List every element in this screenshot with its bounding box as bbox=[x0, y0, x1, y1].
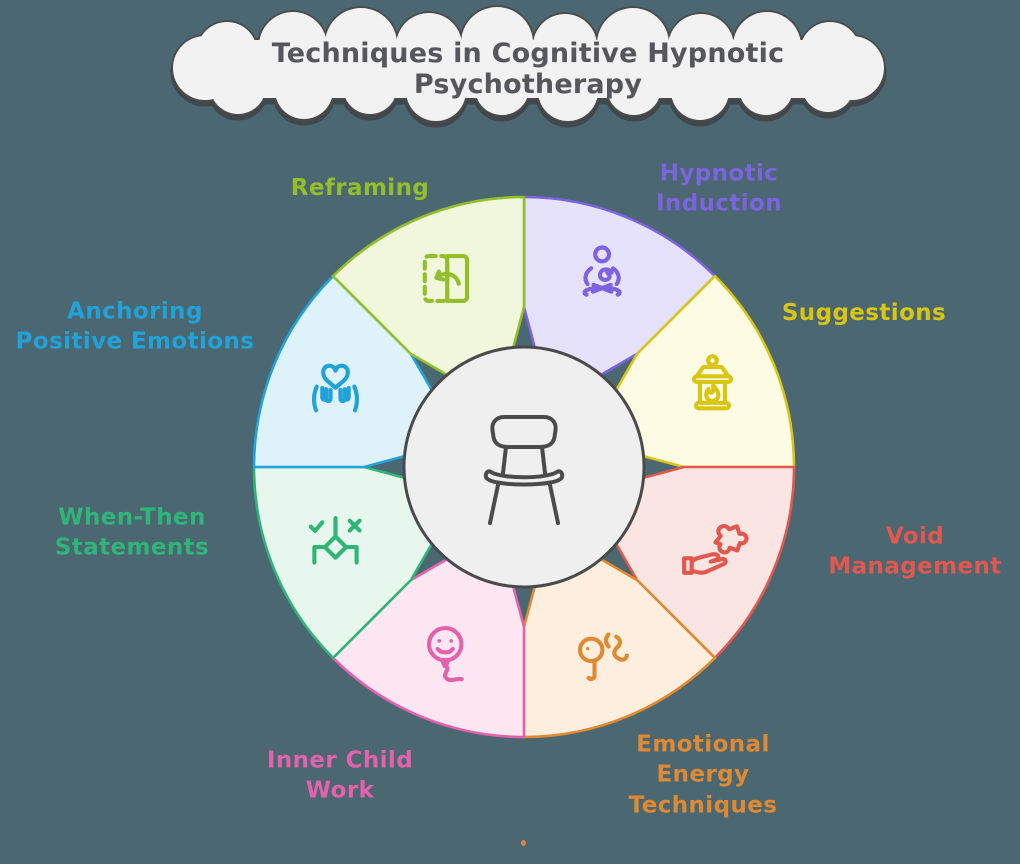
label-suggestions: Suggestions bbox=[781, 299, 947, 326]
meditation-icon bbox=[582, 245, 622, 297]
label-reframing: Reframing bbox=[290, 174, 430, 201]
label-emotional-energy-techniques: Emotional Energy Techniques bbox=[628, 731, 778, 819]
label-inner-child-work: Inner Child Work bbox=[266, 747, 414, 804]
reframe-arrow-icon bbox=[422, 253, 470, 304]
lantern-icon bbox=[691, 354, 734, 411]
label-void-management: Void Management bbox=[828, 523, 1002, 580]
label-anchoring-positive-emotions: Anchoring Positive Emotions bbox=[15, 298, 255, 355]
balloon-smiley-icon bbox=[427, 626, 464, 683]
energy-release-icon bbox=[577, 632, 629, 682]
label-hypnotic-induction: Hypnotic Induction bbox=[655, 160, 783, 217]
technique-wheel bbox=[252, 195, 796, 739]
footer-dot bbox=[521, 840, 526, 846]
center-hub bbox=[402, 345, 646, 589]
decision-check-icon bbox=[308, 515, 362, 565]
hands-heart-icon bbox=[312, 363, 359, 413]
chair-icon bbox=[483, 415, 565, 525]
diagram-title: Techniques in Cognitive Hypnotic Psychot… bbox=[271, 38, 785, 100]
hand-puzzle-icon bbox=[682, 523, 749, 575]
label-when-then-statements: When-Then Statements bbox=[54, 504, 210, 561]
